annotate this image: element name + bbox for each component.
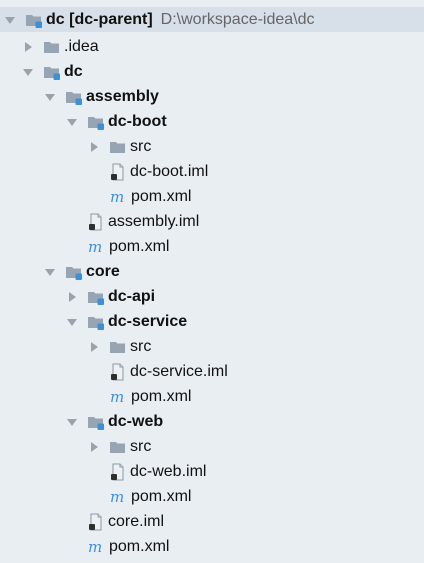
tree-label: pom.xml — [109, 237, 170, 255]
tree-label: pom.xml — [131, 387, 192, 405]
maven-icon: m — [109, 188, 129, 206]
tree-label: dc-web — [108, 412, 164, 430]
tree-label: pom.xml — [131, 487, 192, 505]
tree-row-dc-web[interactable]: dc-web — [0, 409, 424, 434]
tree-row-dc[interactable]: dc — [0, 59, 424, 84]
svg-text:m: m — [110, 388, 124, 406]
maven-icon: m — [109, 388, 129, 406]
tree-label: src — [130, 437, 152, 455]
iml-file-icon — [109, 363, 127, 381]
tree-label: .idea — [64, 37, 99, 55]
module-folder-icon — [65, 88, 83, 106]
tree-row-pom[interactable]: m pom.xml — [0, 184, 424, 209]
tree-row-dc-service-iml[interactable]: dc-service.iml — [0, 359, 424, 384]
tree-label: dc-boot — [108, 112, 167, 130]
project-path: D:\workspace-idea\dc — [160, 10, 315, 28]
chevron-down-icon[interactable] — [4, 14, 16, 26]
tree-row-src[interactable]: src — [0, 134, 424, 159]
top-strip — [0, 0, 424, 5]
module-folder-icon — [87, 313, 105, 331]
tree-label: src — [130, 137, 152, 155]
module-folder-icon — [43, 63, 61, 81]
chevron-right-icon[interactable] — [88, 141, 100, 153]
svg-text:m: m — [88, 538, 102, 556]
tree-label: dc-web.iml — [130, 462, 207, 480]
iml-file-icon — [109, 163, 127, 181]
tree-row-pom[interactable]: m pom.xml — [0, 534, 424, 559]
folder-icon — [43, 38, 61, 56]
tree-label: dc-service — [108, 312, 188, 330]
module-folder-icon — [87, 413, 105, 431]
chevron-down-icon[interactable] — [66, 416, 78, 428]
tree-row-dc-web-iml[interactable]: dc-web.iml — [0, 459, 424, 484]
tree-row-dc-boot-iml[interactable]: dc-boot.iml — [0, 159, 424, 184]
tree-label: dc-api — [108, 287, 156, 305]
tree-label: assembly — [86, 87, 159, 105]
tree-label: core.iml — [108, 512, 165, 530]
iml-file-icon — [87, 513, 105, 531]
tree-row-core-iml[interactable]: core.iml — [0, 509, 424, 534]
iml-file-icon — [87, 213, 105, 231]
tree-label: dc-service.iml — [130, 362, 228, 380]
chevron-right-icon[interactable] — [22, 41, 34, 53]
tree-label: dc — [64, 62, 83, 80]
tree-label: assembly.iml — [108, 212, 200, 230]
folder-icon — [109, 438, 127, 456]
tree-row-pom[interactable]: m pom.xml — [0, 234, 424, 259]
maven-icon: m — [109, 488, 129, 506]
tree-label: dc [dc-parent] — [46, 10, 153, 28]
chevron-right-icon[interactable] — [88, 441, 100, 453]
maven-icon: m — [87, 538, 107, 556]
svg-text:m: m — [110, 188, 124, 206]
chevron-down-icon[interactable] — [44, 266, 56, 278]
chevron-down-icon[interactable] — [66, 116, 78, 128]
chevron-right-icon[interactable] — [88, 341, 100, 353]
maven-icon: m — [87, 238, 107, 256]
module-folder-icon — [87, 113, 105, 131]
folder-icon — [109, 338, 127, 356]
tree-label: src — [130, 337, 152, 355]
svg-text:m: m — [110, 488, 124, 506]
iml-file-icon — [109, 463, 127, 481]
tree-row-dc-service[interactable]: dc-service — [0, 309, 424, 334]
chevron-down-icon[interactable] — [22, 66, 34, 78]
chevron-down-icon[interactable] — [44, 91, 56, 103]
tree-row-pom[interactable]: m pom.xml — [0, 484, 424, 509]
tree-label: pom.xml — [131, 187, 192, 205]
tree-row-dc-boot[interactable]: dc-boot — [0, 109, 424, 134]
tree-label: dc-boot.iml — [130, 162, 209, 180]
tree-row-pom[interactable]: m pom.xml — [0, 384, 424, 409]
module-folder-icon — [87, 288, 105, 306]
tree-row-src[interactable]: src — [0, 434, 424, 459]
tree-row-src[interactable]: src — [0, 334, 424, 359]
tree-row-dc-api[interactable]: dc-api — [0, 284, 424, 309]
tree-label: pom.xml — [109, 537, 170, 555]
chevron-right-icon[interactable] — [66, 291, 78, 303]
folder-icon — [109, 138, 127, 156]
tree-row-idea[interactable]: .idea — [0, 34, 424, 59]
tree-row-root[interactable]: dc [dc-parent] D:\workspace-idea\dc — [0, 7, 424, 32]
tree-row-assembly[interactable]: assembly — [0, 84, 424, 109]
module-folder-icon — [65, 263, 83, 281]
chevron-down-icon[interactable] — [66, 316, 78, 328]
tree-row-core[interactable]: core — [0, 259, 424, 284]
svg-text:m: m — [88, 238, 102, 256]
tree-label: core — [86, 262, 120, 280]
module-folder-icon — [25, 11, 43, 29]
tree-row-assembly-iml[interactable]: assembly.iml — [0, 209, 424, 234]
